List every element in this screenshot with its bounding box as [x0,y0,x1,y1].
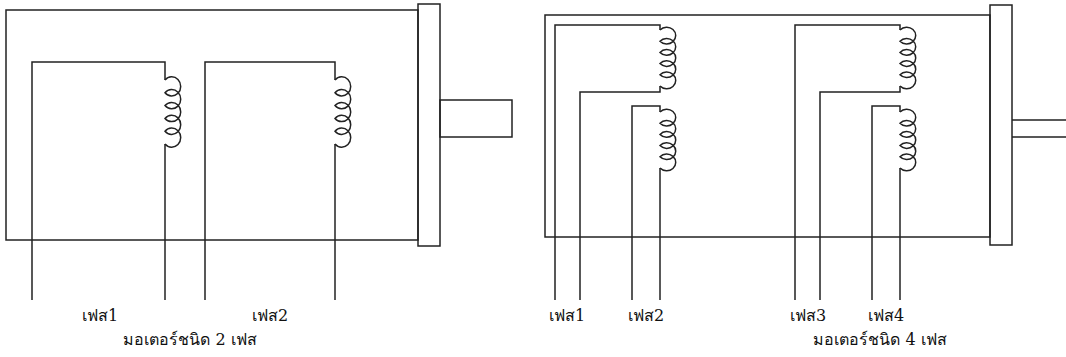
motor-caption: มอเตอร์ชนิด 2 เฟส [123,330,256,349]
wire [555,25,660,300]
shaft [440,100,512,137]
coil-winding [900,27,916,89]
phase-label: เฟส4 [868,306,904,325]
wire [32,62,165,300]
phase-label: เฟส3 [790,306,826,325]
flange [418,4,440,246]
phase-label: เฟส2 [252,306,288,325]
wire [580,86,660,300]
motor-caption: มอเตอร์ชนิด 4 เฟส [813,330,946,349]
motor-body [6,10,418,240]
wire [899,168,901,300]
coil-winding [900,109,916,171]
motor-body [545,15,990,237]
wire [820,86,900,300]
flange [990,5,1012,245]
wire [795,25,900,300]
coil-winding [660,27,676,89]
phase-label: เฟส1 [82,306,118,325]
coil-winding [335,77,351,147]
wire [659,168,661,300]
wire [632,106,660,300]
shaft [1012,120,1066,137]
wire [872,106,900,300]
phase-label: เฟส2 [628,306,664,325]
wire [334,144,336,300]
wire [164,144,166,300]
coil-winding [660,109,676,171]
phase-label: เฟส1 [549,306,585,325]
wire [205,62,335,300]
coil-winding [165,77,181,147]
